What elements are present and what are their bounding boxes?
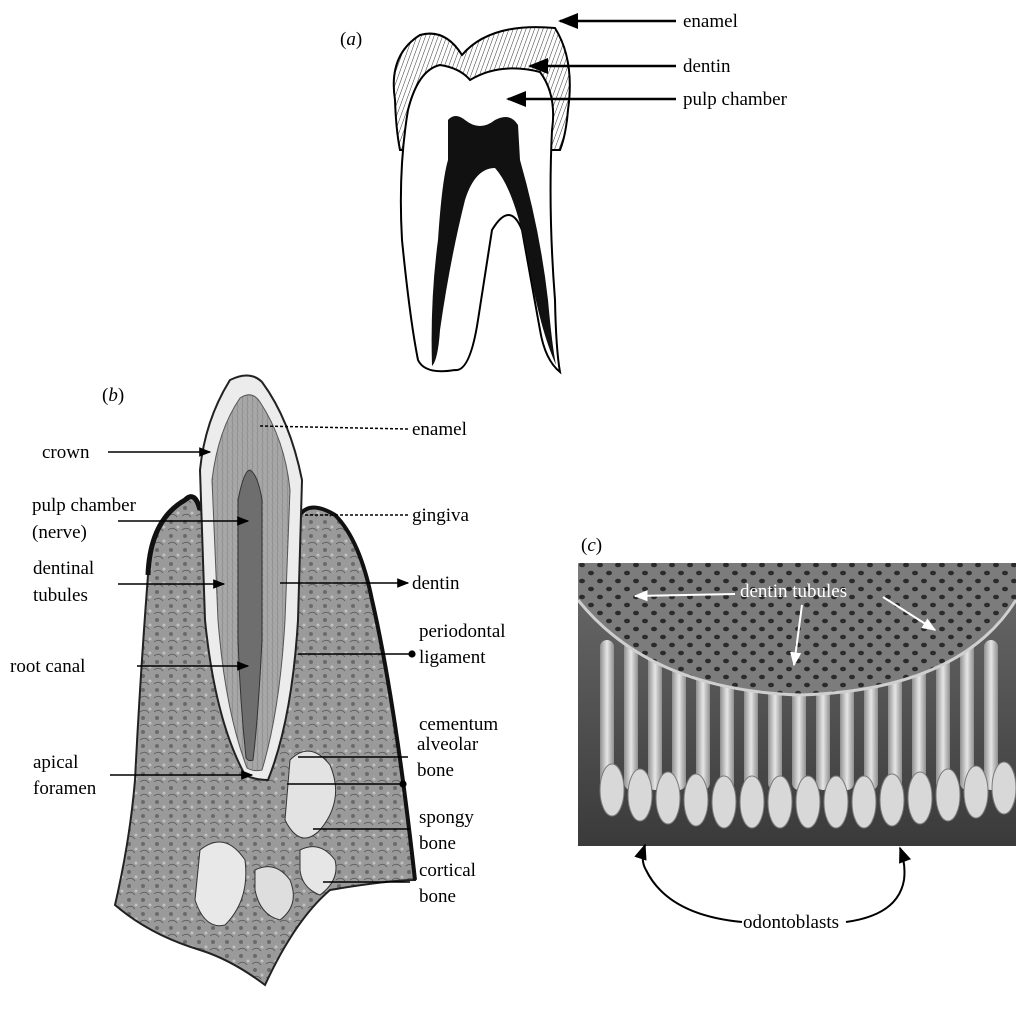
label-root-canal: root canal xyxy=(10,656,85,677)
label-alveolar-bone-2: bone xyxy=(417,760,454,781)
label-gingiva: gingiva xyxy=(412,505,470,526)
label-pulp-chamber-b-2: (nerve) xyxy=(32,522,87,543)
panel-c-label: (c) xyxy=(581,535,602,556)
panel-b: (b) xyxy=(10,375,506,985)
label-cortical-bone-1: cortical xyxy=(419,860,476,881)
label-apical-foramen-1: apical xyxy=(33,752,78,773)
panel-b-label: (b) xyxy=(102,385,124,406)
label-spongy-bone-2: bone xyxy=(419,833,456,854)
label-odontoblasts: odontoblasts xyxy=(743,912,839,933)
label-pulp-chamber-a: pulp chamber xyxy=(683,89,788,110)
label-crown: crown xyxy=(42,442,90,463)
label-periodontal-2: ligament xyxy=(419,647,486,668)
label-pulp-chamber-b-1: pulp chamber xyxy=(32,495,137,516)
panel-a-label: (a) xyxy=(340,29,362,50)
label-spongy-bone-1: spongy xyxy=(419,807,474,828)
label-enamel-b: enamel xyxy=(412,419,467,440)
label-enamel-a: enamel xyxy=(683,11,738,32)
label-dentin-b: dentin xyxy=(412,573,460,594)
label-cortical-bone-2: bone xyxy=(419,886,456,907)
label-cementum: cementum xyxy=(419,714,498,735)
label-dentin-tubules: dentin tubules xyxy=(740,581,847,602)
label-alveolar-bone-1: alveolar xyxy=(417,734,479,755)
tooth-section-drawing xyxy=(115,375,415,985)
molar-tooth-drawing xyxy=(394,27,570,372)
label-dentinal-tubules-1: dentinal xyxy=(33,558,94,579)
panel-a: (a) enamel dentin pulp chamber xyxy=(340,11,788,372)
sem-micrograph xyxy=(578,563,1016,846)
label-dentin-a: dentin xyxy=(683,56,731,77)
label-periodontal-1: periodontal xyxy=(419,621,506,642)
label-apical-foramen-2: foramen xyxy=(33,778,97,799)
panel-c: (c) xyxy=(578,535,1016,933)
label-dentinal-tubules-2: tubules xyxy=(33,585,88,606)
